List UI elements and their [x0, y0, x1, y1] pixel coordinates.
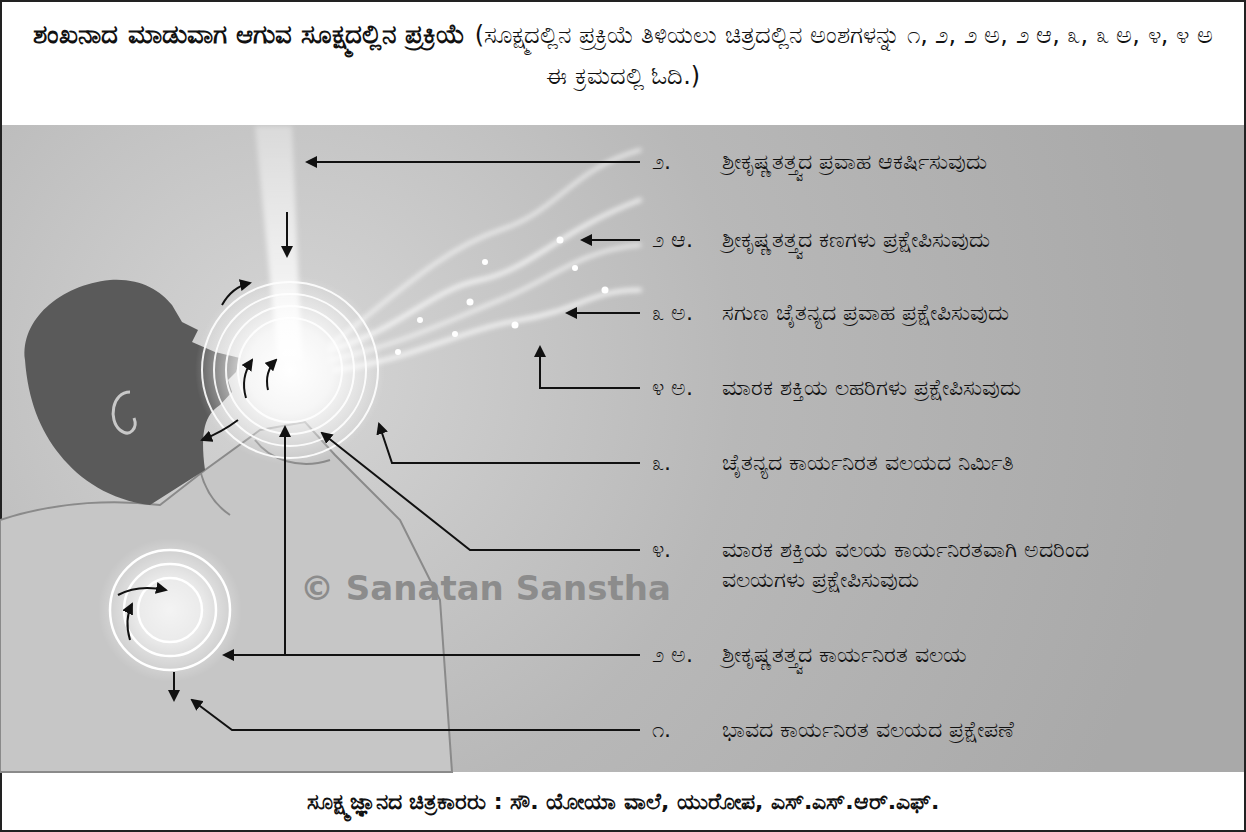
callout-text: ಸಗುಣ ಚೈತನ್ಯದ ಪ್ರವಾಹ ಪ್ರಕ್ಷೇಪಿಸುವುದು	[722, 298, 1227, 328]
illustration-part	[322, 433, 640, 550]
illustration-part	[173, 672, 175, 700]
illustration-part	[98, 538, 242, 682]
callout-number: ೩.	[652, 448, 671, 478]
callout-number: ೨ ಆ.	[652, 225, 693, 255]
illustration-part	[567, 312, 640, 314]
illustration-part	[330, 150, 640, 345]
illustration-part	[202, 282, 378, 458]
callout-number: ೨.	[652, 147, 671, 177]
watermark: © Sanatan Sanstha	[300, 568, 671, 608]
callout-text: ಚೈತನ್ಯದ ಕಾರ್ಯನಿರತ ವಲಯದ ನಿರ್ಮಿತಿ	[722, 448, 1227, 478]
illustration-part	[222, 283, 250, 305]
illustration-part	[572, 265, 578, 271]
title: ಶಂಖನಾದ ಮಾಡುವಾಗ ಆಗುವ ಸೂಕ್ಷ್ಮದಲ್ಲಿನ ಪ್ರಕ್ರ…	[33, 19, 464, 49]
illustration-part	[395, 349, 401, 355]
illustration-part	[417, 317, 423, 323]
callout-text: ಮಾರಕ ಶಕ್ತಿಯ ವಲಯ ಕಾರ್ಯನಿರತವಾಗಿ ಅದರಿಂದ ವಲಯ…	[722, 535, 1162, 595]
callout-text: ಮಾರಕ ಶಕ್ತಿಯ ಲಹರಿಗಳು ಪ್ರಕ್ಷೇಪಿಸುವುದು	[722, 373, 1227, 403]
illustration-part	[192, 162, 640, 730]
illustration-part	[127, 604, 132, 640]
illustration-part	[224, 654, 640, 656]
illustration-part	[557, 237, 564, 244]
illustration-part	[118, 588, 166, 595]
callout-number: ೪ ಅ.	[652, 373, 693, 403]
illustration-part	[307, 161, 640, 163]
illustration-part	[267, 360, 276, 390]
illustration-part	[238, 318, 342, 422]
illustration-part	[202, 282, 378, 458]
illustration-part	[214, 294, 366, 446]
reading-note: (ಸೂಕ್ಷ್ಮದಲ್ಲಿನ ಪ್ರಕ್ರಿಯೆ ತಿಳಿಯಲು ಚಿತ್ರದಲ…	[475, 21, 1213, 90]
caption: ಸೂಕ್ಷ್ಮಜ್ಞಾನದ ಚಿತ್ರಕಾರರು : ಸೌ. ಯೋಯಾ ವಾಲೆ…	[10, 772, 1236, 830]
callout-text: ಶ್ರೀಕೃಷ್ಣತತ್ತ್ವದ ಕಾರ್ಯನಿರತ ವಲಯ	[722, 640, 1227, 670]
callout-number: ೪.	[652, 535, 671, 565]
illustration-part	[286, 212, 288, 256]
illustration-part	[602, 287, 609, 294]
illustration-part	[200, 470, 230, 515]
illustration-part	[452, 331, 458, 337]
heading-block: ಶಂಖನಾದ ಮಾಡುವಾಗ ಆಗುವ ಸೂಕ್ಷ್ಮದಲ್ಲಿನ ಪ್ರಕ್ರ…	[20, 14, 1226, 96]
callout-text: ಶ್ರೀಕೃಷ್ಣತತ್ತ್ವದ ಪ್ರವಾಹ ಆಕರ್ಷಿಸುವುದು	[722, 147, 1227, 177]
callout-text: ಭಾವದ ಕಾರ್ಯನಿರತ ವಲಯದ ಪ್ರಕ್ಷೇಪಣೆ	[722, 715, 1227, 745]
callout-number: ೧.	[652, 715, 671, 745]
illustration-part	[379, 424, 640, 463]
illustration-part	[110, 550, 230, 670]
illustration-part	[2, 125, 1244, 772]
illustration-part	[113, 392, 135, 433]
illustration-part	[582, 239, 640, 241]
illustration-part	[284, 427, 286, 655]
illustration-part	[110, 550, 230, 670]
illustration-part	[482, 259, 488, 265]
illustration-part	[467, 299, 474, 306]
illustration-part	[226, 306, 354, 434]
illustration-part	[512, 322, 519, 329]
callout-number: ೩ ಅ.	[652, 298, 693, 328]
illustration-part	[124, 564, 216, 656]
callout-number: ೨ ಅ.	[652, 640, 693, 670]
illustration-part	[192, 700, 640, 730]
illustration-part	[540, 347, 640, 388]
illustration-part	[118, 212, 287, 700]
illustration-part	[195, 275, 385, 465]
illustration-part	[244, 360, 252, 398]
illustration-part	[202, 420, 238, 440]
callout-text: ಶ್ರೀಕೃಷ್ಣತತ್ತ್ವದ ಕಣಗಳು ಪ್ರಕ್ಷೇಪಿಸುವುದು	[722, 225, 1227, 255]
illustration-part	[395, 237, 609, 356]
